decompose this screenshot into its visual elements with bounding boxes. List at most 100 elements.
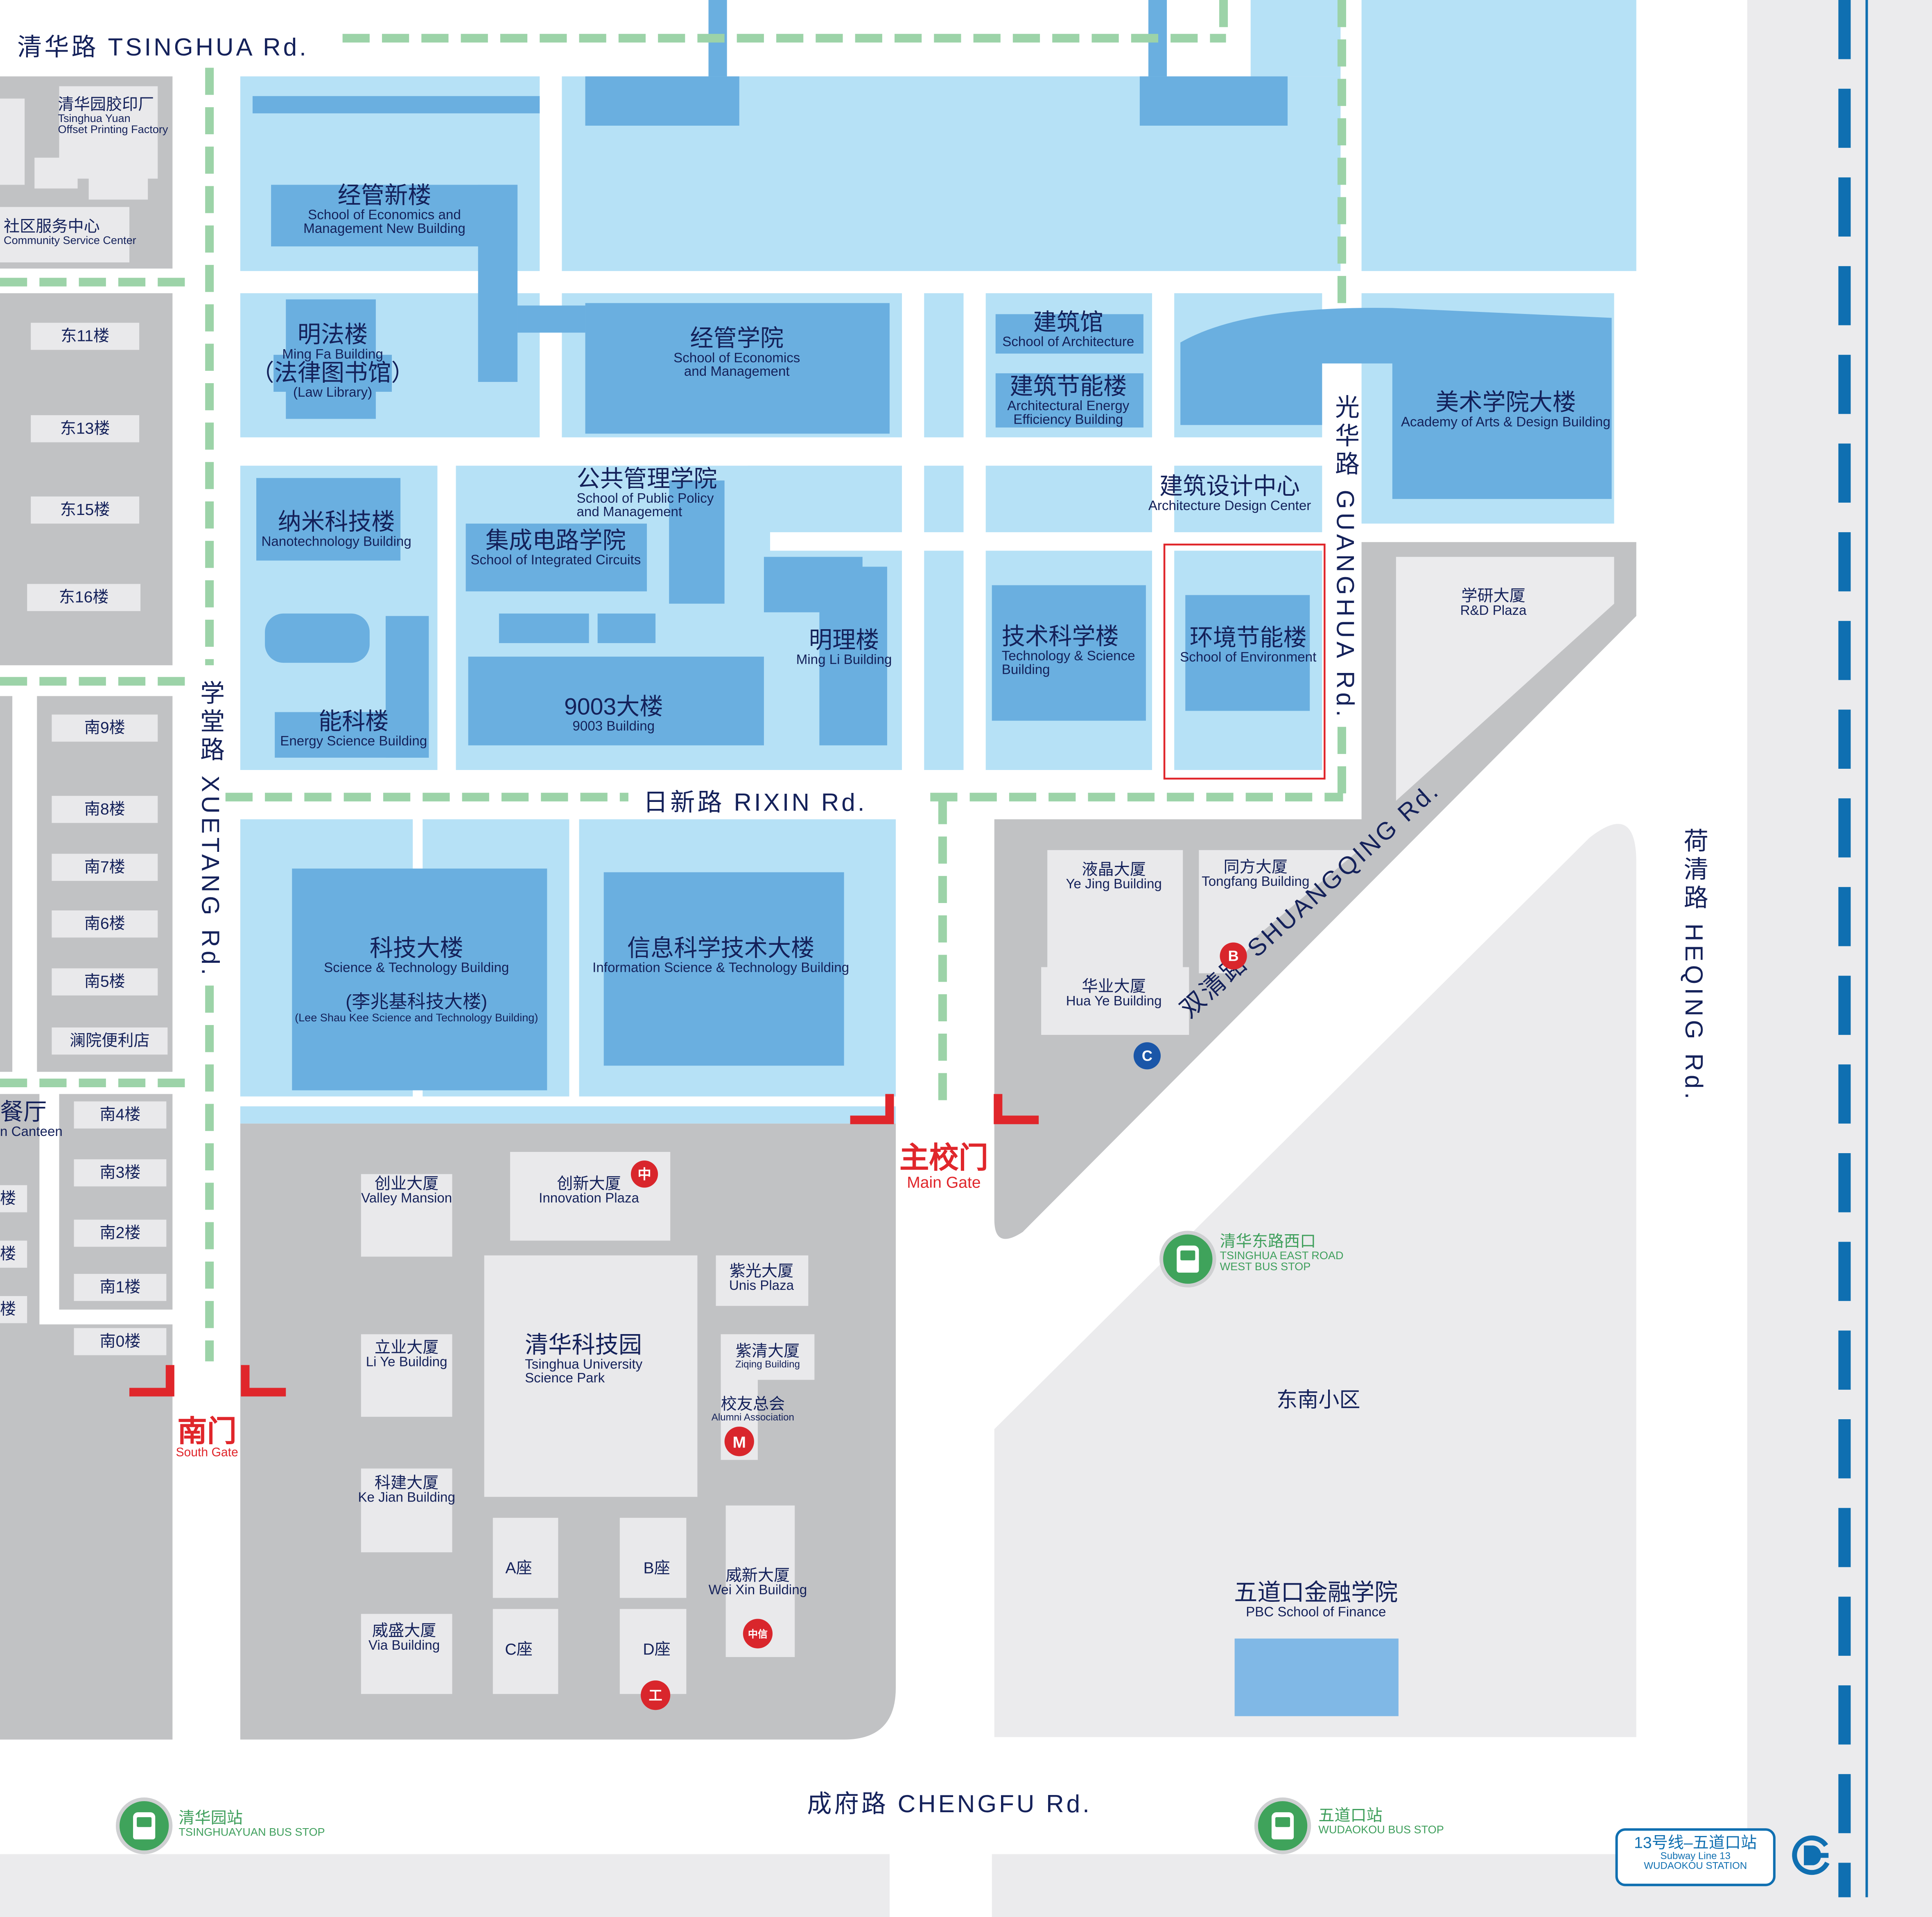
subway-label-en: Subway Line 13 bbox=[1660, 1850, 1731, 1861]
dorm-partial[interactable]: 楼 bbox=[0, 1240, 27, 1268]
citic-bank-icon[interactable]: 中信 bbox=[743, 1619, 773, 1648]
label-en: Ye Jing Building bbox=[1066, 876, 1162, 892]
gray-block bbox=[37, 696, 173, 1072]
dorm-s9[interactable]: 南9楼 bbox=[52, 714, 158, 742]
label-en: Alumni Association bbox=[711, 1411, 794, 1423]
dorm-partial[interactable]: 楼 bbox=[0, 1296, 27, 1323]
label-cn: 立业大厦 bbox=[374, 1338, 439, 1357]
bus-stop-en: TSINGHUAYUAN BUS STOP bbox=[179, 1825, 325, 1838]
gray-block bbox=[0, 696, 13, 1072]
label-cn: 校友总会 bbox=[721, 1394, 785, 1413]
bus-stop-icon[interactable] bbox=[1159, 1231, 1216, 1288]
dorm-e13[interactable]: 东13楼 bbox=[31, 415, 140, 443]
block-a: A座 bbox=[505, 1558, 532, 1577]
label-cn: 技术科学楼 bbox=[1001, 624, 1119, 651]
light-building bbox=[34, 158, 78, 189]
label-cn: 纳米科技楼 bbox=[278, 510, 395, 536]
dorm-s1[interactable]: 南1楼 bbox=[74, 1273, 167, 1301]
dorm-s4[interactable]: 南4楼 bbox=[74, 1101, 167, 1129]
building-footprints bbox=[252, 0, 1612, 1716]
china-merchants-bank-icon[interactable]: M bbox=[724, 1427, 754, 1456]
southeast-community[interactable]: 东南小区 bbox=[1277, 1389, 1360, 1412]
bus-stop-cn: 五道口站 bbox=[1318, 1806, 1383, 1825]
bus-stop-en: WUDAOKOU BUS STOP bbox=[1318, 1823, 1444, 1836]
label-cn: 美术学院大楼 bbox=[1435, 391, 1576, 417]
dorm-s5[interactable]: 南5楼 bbox=[52, 968, 158, 996]
light-building bbox=[88, 160, 148, 200]
label-en: Community Service Center bbox=[4, 233, 136, 246]
label-cn: 学研大厦 bbox=[1461, 586, 1525, 605]
label-en: Architectural Energy bbox=[1007, 399, 1130, 414]
icbc-bank-icon[interactable]: 工 bbox=[640, 1680, 671, 1710]
dorm-s8[interactable]: 南8楼 bbox=[52, 796, 158, 823]
dorm-partial[interactable]: 楼 bbox=[0, 1185, 27, 1213]
label-cn: 信息科学技术大楼 bbox=[627, 936, 815, 962]
block-c: C座 bbox=[505, 1639, 533, 1658]
dorm-s0[interactable]: 南0楼 bbox=[74, 1328, 167, 1355]
dorm-s3[interactable]: 南3楼 bbox=[74, 1159, 167, 1187]
dorm-s7[interactable]: 南7楼 bbox=[52, 854, 158, 881]
label-cn: 建筑设计中心 bbox=[1159, 474, 1300, 500]
label-en: Ming Fa Building bbox=[282, 347, 383, 362]
store-lanyuan[interactable]: 澜院便利店 bbox=[52, 1027, 168, 1055]
bank-of-china-icon[interactable]: 中 bbox=[630, 1161, 658, 1188]
dorm-e11[interactable]: 东11楼 bbox=[31, 323, 140, 350]
bus-stop-icon[interactable] bbox=[115, 1797, 173, 1854]
dorm-s6[interactable]: 南6楼 bbox=[52, 910, 158, 938]
dorm-s2[interactable]: 南2楼 bbox=[74, 1219, 167, 1247]
label-en: and Management bbox=[576, 506, 682, 521]
label-cn: (李兆基科技大楼) bbox=[346, 992, 488, 1014]
bottom-strip bbox=[0, 1854, 890, 1917]
bus-stop-icon[interactable] bbox=[1254, 1797, 1311, 1854]
bank-of-beijing-icon[interactable]: B bbox=[1220, 942, 1247, 970]
subway-station-wudaokou[interactable]: 13号线–五道口站 Subway Line 13 WUDAOKOU STATIO… bbox=[1615, 1828, 1776, 1886]
label-cn: 清华园胶印厂 bbox=[58, 95, 154, 113]
label-cn: 餐厅 bbox=[0, 1100, 47, 1126]
ccb-bank-icon[interactable]: C bbox=[1133, 1042, 1161, 1070]
dorm-e16[interactable]: 东16楼 bbox=[27, 584, 141, 611]
dorm-e15[interactable]: 东15楼 bbox=[31, 496, 140, 524]
